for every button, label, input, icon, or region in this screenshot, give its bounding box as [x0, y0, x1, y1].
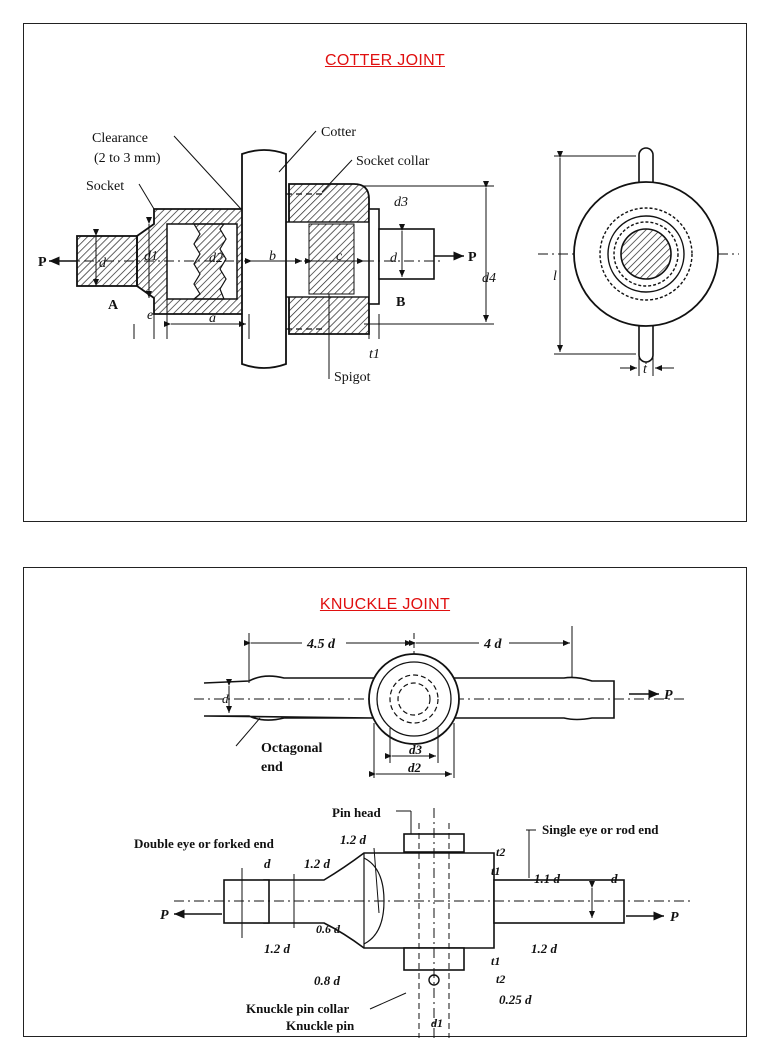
knuckle-t2-top: t2 [496, 845, 505, 859]
cotter-d3: d3 [394, 195, 408, 210]
cotter-d-left: d [99, 256, 107, 271]
cotter-b-marker: B [396, 295, 405, 310]
socket-label: Socket [86, 179, 124, 194]
knuckle-t1-bottom: t1 [491, 954, 500, 968]
knuckle-p-top: P [664, 688, 673, 703]
knuckle-t2-bottom: t2 [496, 972, 505, 986]
knuckle-p-left: P [160, 908, 169, 923]
socket-collar-label: Socket collar [356, 154, 430, 169]
knuckle-joint-drawing: 4.5 d 4 d P d Octagonal end d3 d2 [134, 626, 694, 1038]
cotter-end-view: l t [538, 147, 739, 377]
dim-1-2d-top: 1.2 d [340, 832, 367, 847]
dim-4d: 4 d [483, 637, 503, 652]
dim-1-2d-bottom-right: 1.2 d [531, 941, 558, 956]
cotter-joint-drawing: P P d d1 d2 d d3 d4 b c a e A B t1 [38, 125, 739, 385]
cotter-a: a [209, 311, 216, 326]
knuckle-p-right: P [670, 910, 679, 925]
double-eye-label: Double eye or forked end [134, 836, 275, 851]
cotter-l: l [553, 269, 557, 284]
octagonal-label: Octagonal [261, 741, 323, 756]
collar-label: Knuckle pin collar [246, 1001, 350, 1016]
dim-0-25d: 0.25 d [499, 992, 532, 1007]
cotter-c: c [336, 249, 343, 264]
dim-1-1d: 1.1 d [534, 871, 561, 886]
dim-1-2d-bottom-left: 1.2 d [264, 941, 291, 956]
dim-1-2d-fork: 1.2 d [304, 856, 331, 871]
knuckle-d-rod: d [611, 871, 618, 886]
dim-0-6d: 0.6 d [316, 922, 341, 936]
cotter-e: e [147, 308, 153, 323]
knuckle-d1: d1 [431, 1016, 443, 1030]
knuckle-d3: d3 [409, 742, 423, 757]
cotter-a-marker: A [108, 298, 119, 313]
cotter-d4: d4 [482, 271, 496, 286]
knuckle-d-fork: d [264, 856, 271, 871]
pin-head-label: Pin head [332, 805, 382, 820]
clearance-range-label: (2 to 3 mm) [94, 151, 161, 166]
cotter-t1: t1 [369, 347, 380, 362]
knuckle-top-view: 4.5 d 4 d P d Octagonal end d3 d2 [194, 626, 684, 778]
cotter-label: Cotter [321, 125, 356, 140]
cotter-b: b [269, 249, 276, 264]
knuckle-pin-label: Knuckle pin [286, 1018, 355, 1033]
spigot-label: Spigot [334, 370, 371, 385]
clearance-label: Clearance [92, 131, 148, 146]
dim-4-5d: 4.5 d [306, 637, 336, 652]
dim-0-8d: 0.8 d [314, 973, 341, 988]
cotter-d2: d2 [209, 251, 223, 266]
cotter-joint-panel: COTTER JOINT [23, 23, 747, 522]
knuckle-d2: d2 [408, 760, 422, 775]
knuckle-front-view: Pin head P P Double eye or forked end 1.… [134, 805, 694, 1038]
cotter-d-right: d [390, 251, 398, 266]
cotter-d1: d1 [144, 249, 158, 264]
knuckle-joint-title: KNUCKLE JOINT [319, 596, 451, 613]
single-eye-label: Single eye or rod end [542, 822, 659, 837]
cotter-p-right: P [468, 250, 477, 265]
knuckle-joint-panel: KNUCKLE JOINT 4.5 d 4 d P [23, 567, 747, 1038]
cotter-joint-title: COTTER JOINT [324, 52, 446, 69]
cotter-p-left: P [38, 255, 47, 270]
cotter-t: t [643, 362, 648, 377]
octagonal-end-label: end [261, 760, 283, 775]
knuckle-d-top: d [222, 691, 229, 706]
knuckle-t1-top: t1 [491, 864, 500, 878]
